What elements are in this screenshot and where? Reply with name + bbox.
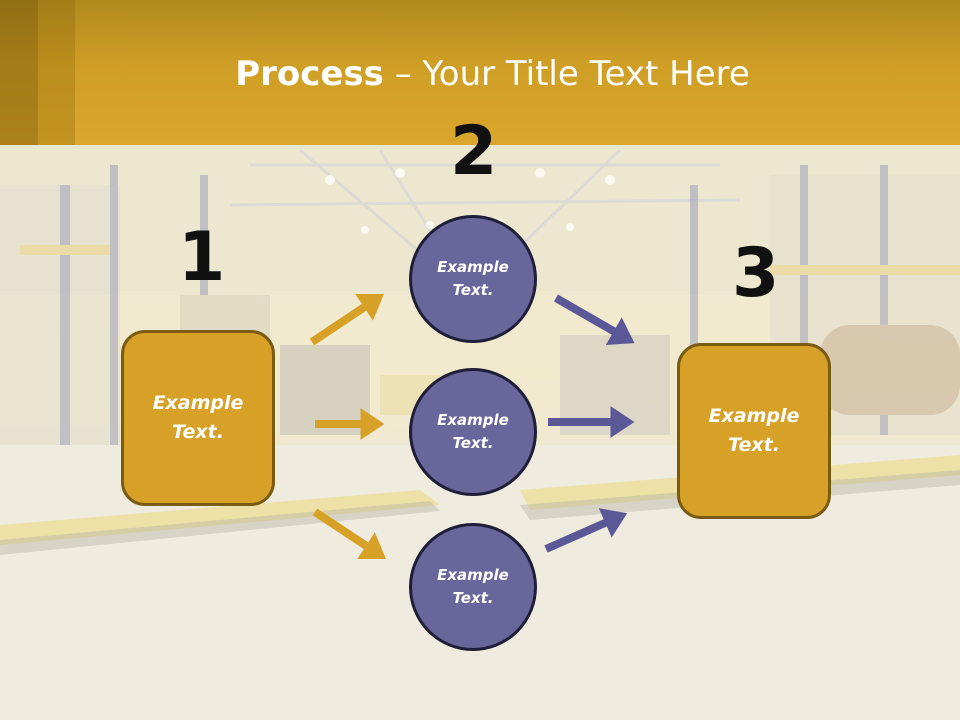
step-box-left: Example Text. <box>121 330 275 506</box>
step-number-2: 2 <box>450 112 498 191</box>
step-circle-top-label: Example Text. <box>437 258 509 299</box>
step-circle-top: Example Text. <box>409 215 537 343</box>
title-bold: Process <box>235 54 384 94</box>
banner-accent-light <box>38 0 75 145</box>
step-box-right: Example Text. <box>677 343 831 519</box>
step-number-1: 1 <box>178 218 226 297</box>
step-circle-bottom-label: Example Text. <box>437 566 509 607</box>
step-number-3: 3 <box>732 234 780 313</box>
arrow-to-circle-top <box>309 294 384 346</box>
step-box-right-label: Example Text. <box>708 405 800 456</box>
arrow-to-circle-bottom <box>312 508 387 560</box>
title-rest: – Your Title Text Here <box>383 54 750 94</box>
step-circle-bottom: Example Text. <box>409 523 537 651</box>
slide-title: Process – Your Title Text Here <box>0 52 960 96</box>
arrow-from-circle-bottom <box>544 508 628 553</box>
step-circle-middle: Example Text. <box>409 368 537 496</box>
banner-accent-dark <box>0 0 38 145</box>
arrow-from-circle-top <box>554 294 635 346</box>
step-circle-middle-label: Example Text. <box>437 411 509 452</box>
title-banner: Process – Your Title Text Here <box>0 0 960 145</box>
step-box-left-label: Example Text. <box>152 392 244 443</box>
